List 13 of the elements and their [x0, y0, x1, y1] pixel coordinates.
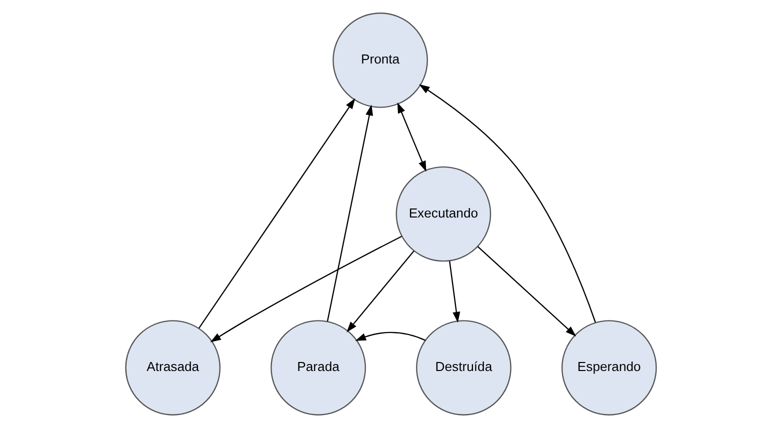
arrow — [476, 246, 576, 336]
node-circle: Pronta — [332, 12, 428, 108]
arrow — [396, 102, 426, 172]
arrow — [448, 260, 460, 323]
arrow — [354, 332, 426, 341]
arrow — [346, 250, 414, 332]
node-circle: Esperando — [560, 320, 656, 416]
arrow — [198, 98, 355, 328]
arrow — [210, 236, 402, 342]
arrow — [418, 84, 596, 323]
arrow — [326, 104, 373, 322]
node-circle: Destruída — [416, 320, 511, 416]
node-circle: Executando — [395, 166, 491, 262]
